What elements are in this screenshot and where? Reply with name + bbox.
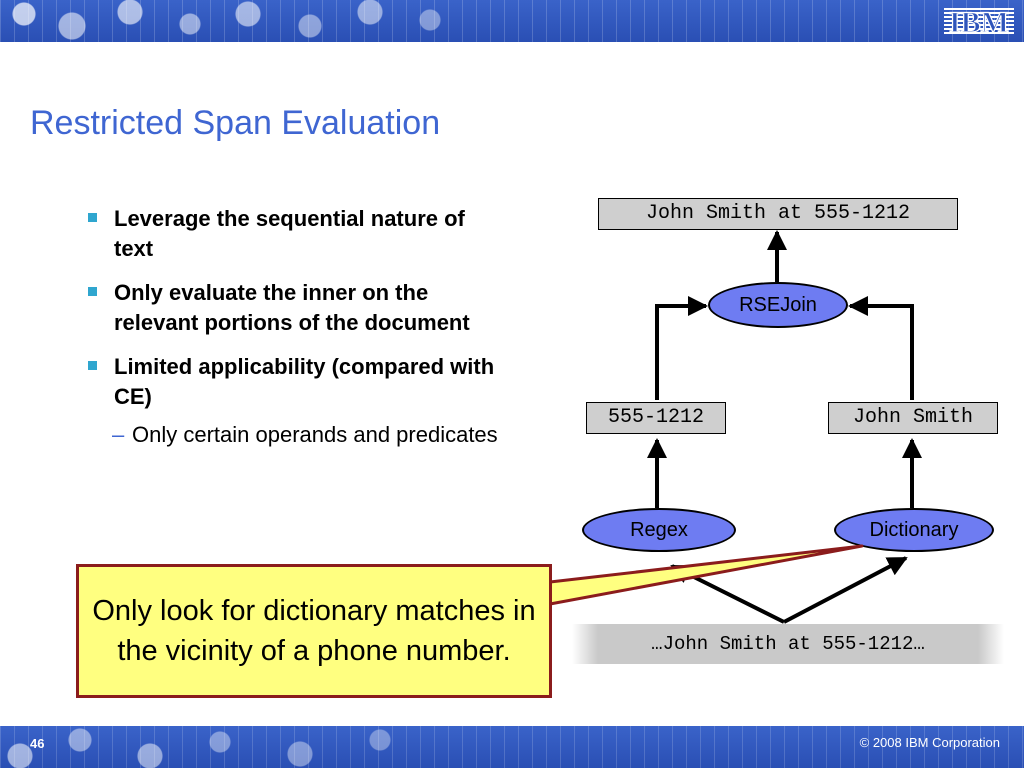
sub-bullet-item: – Only certain operands and predicates: [88, 420, 508, 450]
ibm-logo-text: IBM: [949, 6, 1009, 38]
top-result-box: John Smith at 555-1212: [598, 198, 958, 230]
arrow-name-to-join: [848, 296, 914, 400]
footer-dots: [0, 726, 520, 768]
bullet-item: Leverage the sequential nature of text: [88, 204, 508, 264]
header-band: IBM: [0, 0, 1024, 42]
dictionary-oval: Dictionary: [834, 508, 994, 552]
document-text-band: …John Smith at 555-1212…: [572, 624, 1004, 664]
callout-note: Only look for dictionary matches in the …: [76, 564, 552, 698]
page-number: 46: [30, 736, 45, 751]
copyright-text: © 2008 IBM Corporation: [859, 735, 1000, 750]
ibm-logo-icon: IBM: [944, 5, 1014, 38]
arrow-doc-to-dict: [783, 556, 908, 624]
bullet-text: Limited applicability (compared with CE): [114, 354, 495, 409]
arrow-doc-to-regex: [670, 564, 785, 624]
bullet-text: Only evaluate the inner on the relevant …: [114, 280, 470, 335]
operator-diagram: John Smith at 555-1212 RSEJoin 555-1212 …: [560, 188, 1024, 678]
bullet-square-icon: [88, 361, 97, 370]
callout-text: Only look for dictionary matches in the …: [92, 595, 536, 667]
bullet-text: Leverage the sequential nature of text: [114, 206, 465, 261]
bullet-item: Only evaluate the inner on the relevant …: [88, 278, 508, 338]
page-title: Restricted Span Evaluation: [30, 104, 441, 142]
header-dots: [0, 0, 520, 42]
sub-bullet-text: Only certain operands and predicates: [132, 422, 498, 447]
sub-bullet-dash: –: [112, 422, 125, 447]
rsejoin-oval: RSEJoin: [708, 282, 848, 328]
arrow-phone-to-join: [655, 296, 708, 400]
name-span-box: John Smith: [828, 402, 998, 434]
bullet-square-icon: [88, 213, 97, 222]
phone-span-box: 555-1212: [586, 402, 726, 434]
bullet-list: Leverage the sequential nature of text O…: [88, 204, 508, 450]
bullet-square-icon: [88, 287, 97, 296]
regex-oval: Regex: [582, 508, 736, 552]
bullet-item: Limited applicability (compared with CE): [88, 352, 508, 412]
footer-band: 46 © 2008 IBM Corporation: [0, 726, 1024, 768]
